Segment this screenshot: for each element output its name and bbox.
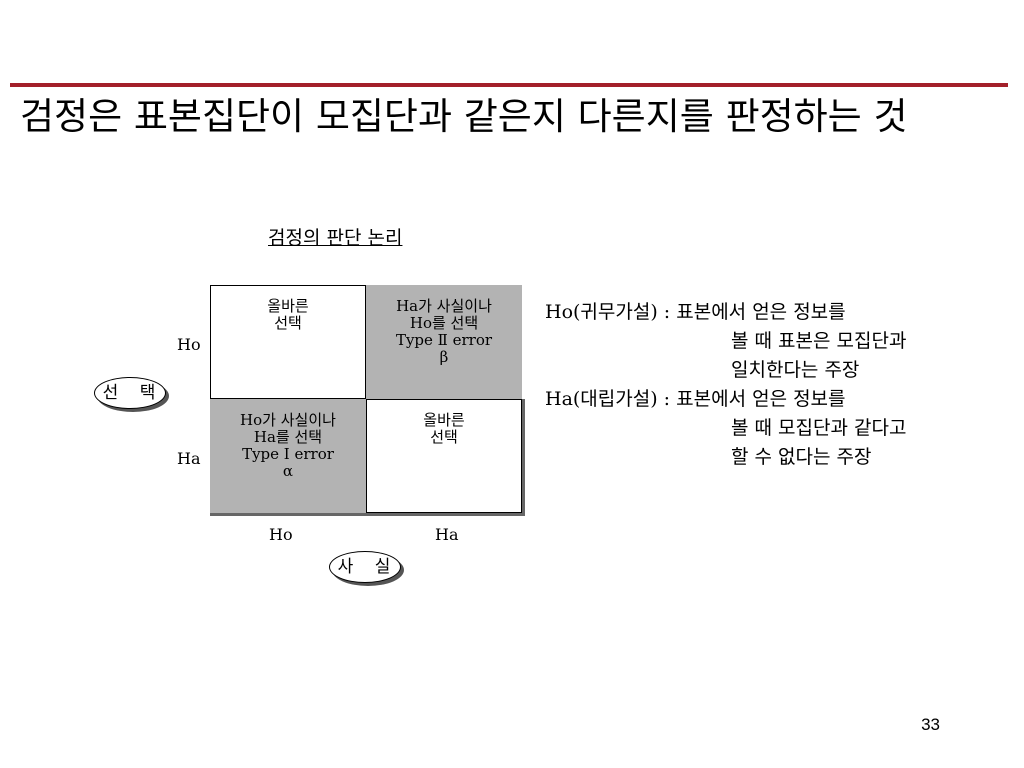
- row-label-ha: Ha: [177, 449, 201, 468]
- title-rule: [10, 83, 1008, 87]
- choice-axis-ellipse: 선 택: [94, 377, 166, 409]
- row-label-ho: Ho: [177, 335, 201, 354]
- slide-title: 검정은 표본집단이 모집단과 같은지 다른지를 판정하는 것: [20, 95, 908, 138]
- null-hypothesis-desc: 일치한다는 주장: [731, 359, 860, 381]
- cell-text: β: [439, 348, 449, 366]
- cell-text: Ho가 사실이나: [240, 411, 336, 429]
- col-label-ho: Ho: [269, 525, 293, 544]
- cell-text: Type Ⅰ error: [242, 445, 334, 463]
- null-hypothesis-term: Ho(귀무가설) : 표본에서 얻은 정보를: [545, 301, 846, 323]
- cell-text: 올바른: [267, 297, 309, 315]
- null-hypothesis-desc: 볼 때 표본은 모집단과: [731, 330, 907, 352]
- cell-text: α: [282, 462, 294, 480]
- cell-correct-choice-ha: 올바른 선택: [366, 399, 522, 513]
- col-label-ha: Ha: [435, 525, 459, 544]
- decision-matrix: 올바른 선택 Ha가 사실이나 Ho를 선택 Type Ⅱ error β Ho…: [210, 285, 525, 516]
- cell-text: Type Ⅱ error: [395, 331, 493, 349]
- cell-type2-error: Ha가 사실이나 Ho를 선택 Type Ⅱ error β: [366, 285, 522, 399]
- matrix-shadow-bottom: [210, 513, 525, 516]
- cell-text: 선택: [274, 314, 302, 332]
- cell-text: Ha를 선택: [253, 428, 323, 446]
- page-number: 33: [921, 715, 940, 734]
- alt-hypothesis-desc: 할 수 없다는 주장: [731, 446, 872, 468]
- alt-hypothesis-term: Ha(대립가설) : 표본에서 얻은 정보를: [545, 388, 846, 410]
- cell-type1-error: Ho가 사실이나 Ha를 선택 Type Ⅰ error α: [210, 399, 366, 513]
- alt-hypothesis-desc: 볼 때 모집단과 같다고: [731, 417, 907, 439]
- diagram-subtitle: 검정의 판단 논리: [268, 227, 403, 249]
- cell-text: Ho를 선택: [409, 314, 479, 332]
- fact-axis-ellipse: 사 실: [329, 551, 401, 583]
- matrix-shadow-right: [522, 399, 525, 516]
- cell-text: 선택: [430, 428, 458, 446]
- cell-correct-choice-ho: 올바른 선택: [210, 285, 366, 399]
- cell-text: 올바른: [423, 411, 465, 429]
- hypothesis-definitions: Ho(귀무가설) : 표본에서 얻은 정보를 볼 때 표본은 모집단과 일치한다…: [545, 298, 1015, 472]
- cell-text: Ha가 사실이나: [396, 297, 492, 315]
